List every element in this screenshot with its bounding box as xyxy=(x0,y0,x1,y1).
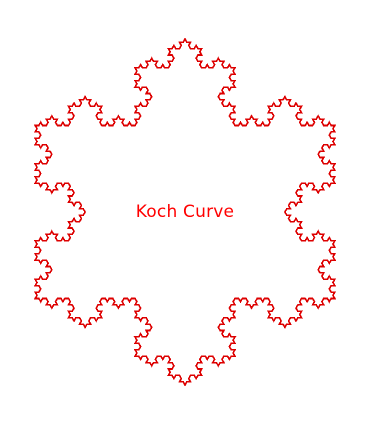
figure-caption: Koch Curve xyxy=(0,202,370,222)
